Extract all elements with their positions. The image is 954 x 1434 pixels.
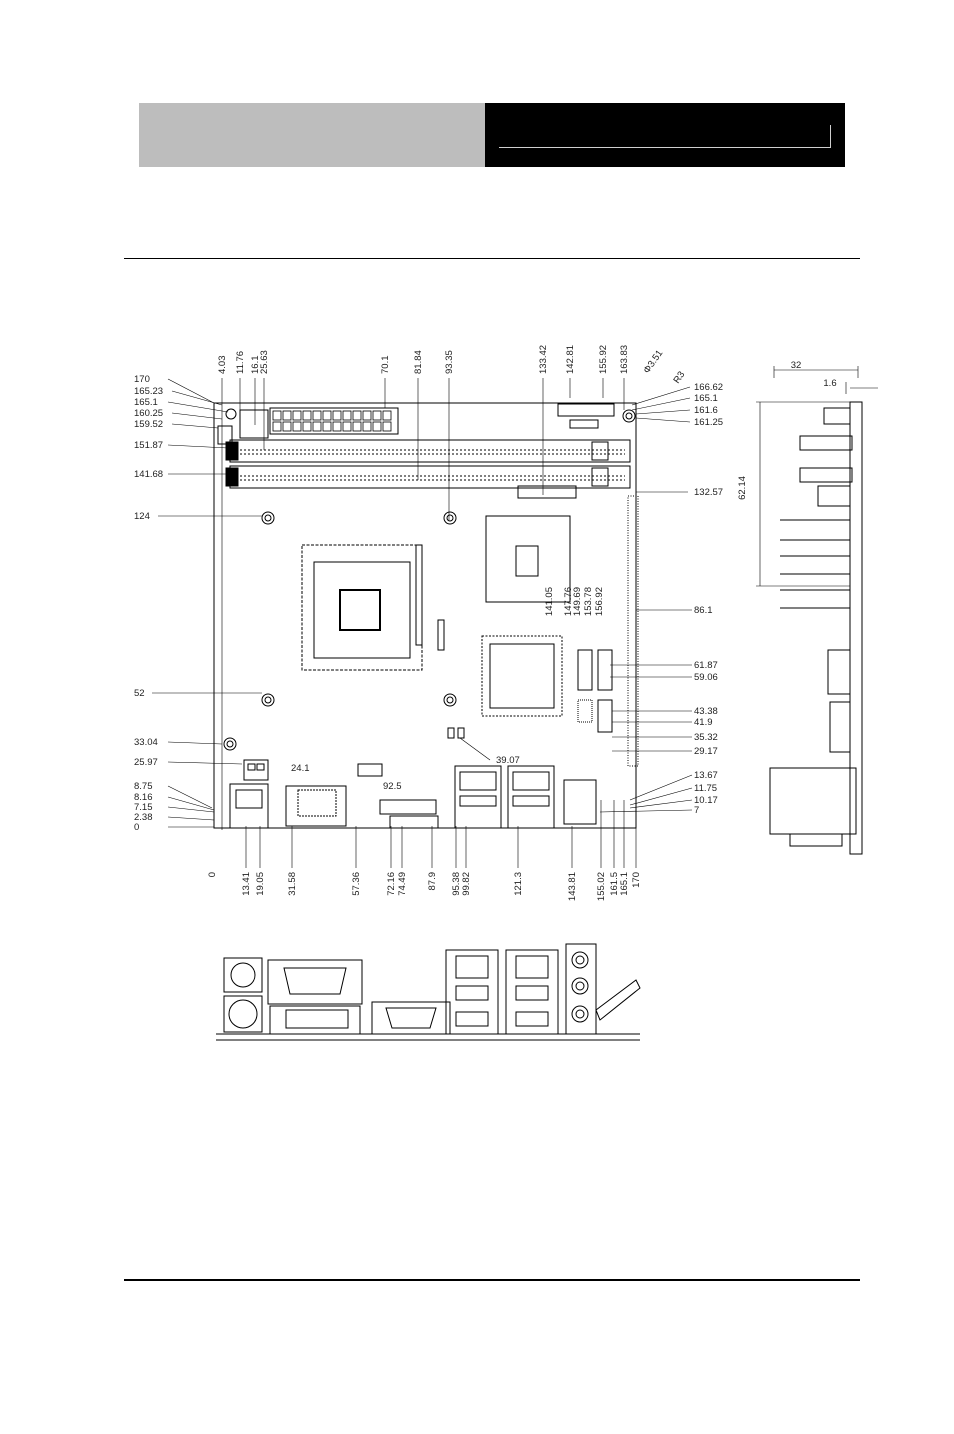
side-view bbox=[756, 366, 878, 855]
dimension-label: 165.23 bbox=[134, 386, 163, 397]
dimension-label: 39.07 bbox=[496, 755, 520, 766]
dimension-label: 153.78 bbox=[583, 587, 594, 616]
dimension-label: 161.6 bbox=[694, 405, 718, 416]
header-rule bbox=[124, 258, 860, 259]
dimension-label: 52 bbox=[134, 688, 145, 699]
dimension-label: 142.81 bbox=[565, 345, 576, 374]
dimension-label: 11.76 bbox=[235, 351, 246, 374]
header-black-block bbox=[485, 103, 845, 167]
atx-power-connector bbox=[269, 407, 399, 435]
dimm-slot-1 bbox=[229, 439, 631, 463]
dimension-label: 8.16 bbox=[134, 792, 153, 803]
header-gray-block bbox=[139, 103, 485, 167]
dimension-label: 1.6 bbox=[823, 378, 836, 389]
dimension-label: 7 bbox=[694, 805, 699, 816]
northbridge-chip bbox=[485, 515, 571, 603]
dimension-label: 24.1 bbox=[291, 763, 310, 774]
dimension-label: 141.68 bbox=[134, 469, 163, 480]
dimension-label: 0 bbox=[134, 822, 139, 833]
dimension-label: 43.38 bbox=[694, 706, 718, 717]
dimension-label: 10.17 bbox=[694, 795, 718, 806]
dimension-label: 32 bbox=[791, 360, 802, 371]
dimension-label: 156.92 bbox=[594, 587, 605, 616]
dimension-label: 133.42 bbox=[538, 345, 549, 374]
dimension-label: 147.76 bbox=[563, 587, 574, 616]
dimension-label: 155.92 bbox=[598, 345, 609, 374]
dimension-label: 141.05 bbox=[544, 587, 555, 616]
dimension-label: 19.05 bbox=[255, 872, 266, 896]
dimension-label: 81.84 bbox=[413, 350, 424, 374]
dimension-label: 0 bbox=[207, 872, 218, 877]
audio-jack-stack bbox=[563, 779, 597, 825]
header-inset-line bbox=[499, 125, 831, 148]
dimension-label: 25.97 bbox=[134, 757, 158, 768]
dimension-label: 70.1 bbox=[380, 356, 391, 375]
dimension-label: 170 bbox=[631, 872, 642, 888]
dimension-label: 61.87 bbox=[694, 660, 718, 671]
dimension-label: 132.57 bbox=[694, 487, 723, 498]
dimension-label: 155.02 bbox=[596, 872, 607, 901]
dimension-labels: 170165.23165.1160.25159.52151.87141.6812… bbox=[134, 345, 837, 901]
dimension-label: 160.25 bbox=[134, 408, 163, 419]
dimension-label: 31.58 bbox=[287, 872, 298, 896]
dimension-label: 161.5 bbox=[609, 872, 620, 896]
cpu-socket bbox=[301, 544, 423, 671]
dimension-label: 35.32 bbox=[694, 732, 718, 743]
footer-rule bbox=[124, 1279, 860, 1281]
dimension-label: 16.1 bbox=[250, 356, 261, 375]
dimension-label: Φ3.51 bbox=[641, 348, 665, 376]
southbridge-chip bbox=[481, 635, 563, 717]
dimension-label: 57.36 bbox=[351, 872, 362, 896]
dimension-label: 11.75 bbox=[694, 783, 717, 794]
dimension-label: 99.82 bbox=[461, 872, 472, 896]
4-pin-power bbox=[243, 759, 269, 781]
dimension-label: 4.03 bbox=[217, 356, 228, 375]
dimension-label: 86.1 bbox=[694, 605, 713, 616]
dimension-label: 92.5 bbox=[383, 781, 402, 792]
dimension-label: 95.38 bbox=[451, 872, 462, 896]
dimension-label: 165.1 bbox=[619, 872, 630, 896]
dimension-label: 151.87 bbox=[134, 440, 163, 451]
dimension-label: 41.9 bbox=[694, 717, 713, 728]
dimension-label: 33.04 bbox=[134, 737, 158, 748]
dimension-label: 93.35 bbox=[444, 350, 455, 374]
dimension-label: 7.15 bbox=[134, 802, 153, 813]
edge-connector bbox=[627, 495, 639, 767]
lan-usb-1 bbox=[454, 765, 502, 829]
dimension-label: 74.49 bbox=[397, 872, 408, 896]
dimension-label: 8.75 bbox=[134, 781, 153, 792]
dimension-label: 166.62 bbox=[694, 382, 723, 393]
dimension-label: 159.52 bbox=[134, 419, 163, 430]
dimension-label: 149.69 bbox=[572, 587, 583, 616]
dimension-label: 62.14 bbox=[737, 476, 748, 500]
dimension-label: 59.06 bbox=[694, 672, 718, 683]
dimension-label: R3 bbox=[671, 369, 687, 385]
dimension-label: 87.9 bbox=[427, 872, 438, 891]
dimension-label: 25.63 bbox=[259, 350, 270, 374]
dimension-label: 72.16 bbox=[386, 872, 397, 896]
dimension-label: 170 bbox=[134, 374, 150, 385]
dimension-label: 143.81 bbox=[567, 872, 578, 901]
lan-usb-2 bbox=[507, 765, 555, 829]
dimension-label: 29.17 bbox=[694, 746, 718, 757]
dimension-label: 13.67 bbox=[694, 770, 718, 781]
dimension-label: 121.3 bbox=[513, 872, 524, 896]
dimension-label: 163.83 bbox=[619, 345, 630, 374]
dimension-label: 165.1 bbox=[694, 393, 718, 404]
rear-panel-view bbox=[216, 943, 641, 1041]
dimm-slot-2 bbox=[229, 465, 631, 489]
dimension-label: 161.25 bbox=[694, 417, 723, 428]
dimension-label: 124 bbox=[134, 511, 150, 522]
dimension-label: 165.1 bbox=[134, 397, 158, 408]
dimension-label: 13.41 bbox=[241, 872, 252, 896]
dimension-label: 2.38 bbox=[134, 812, 153, 823]
